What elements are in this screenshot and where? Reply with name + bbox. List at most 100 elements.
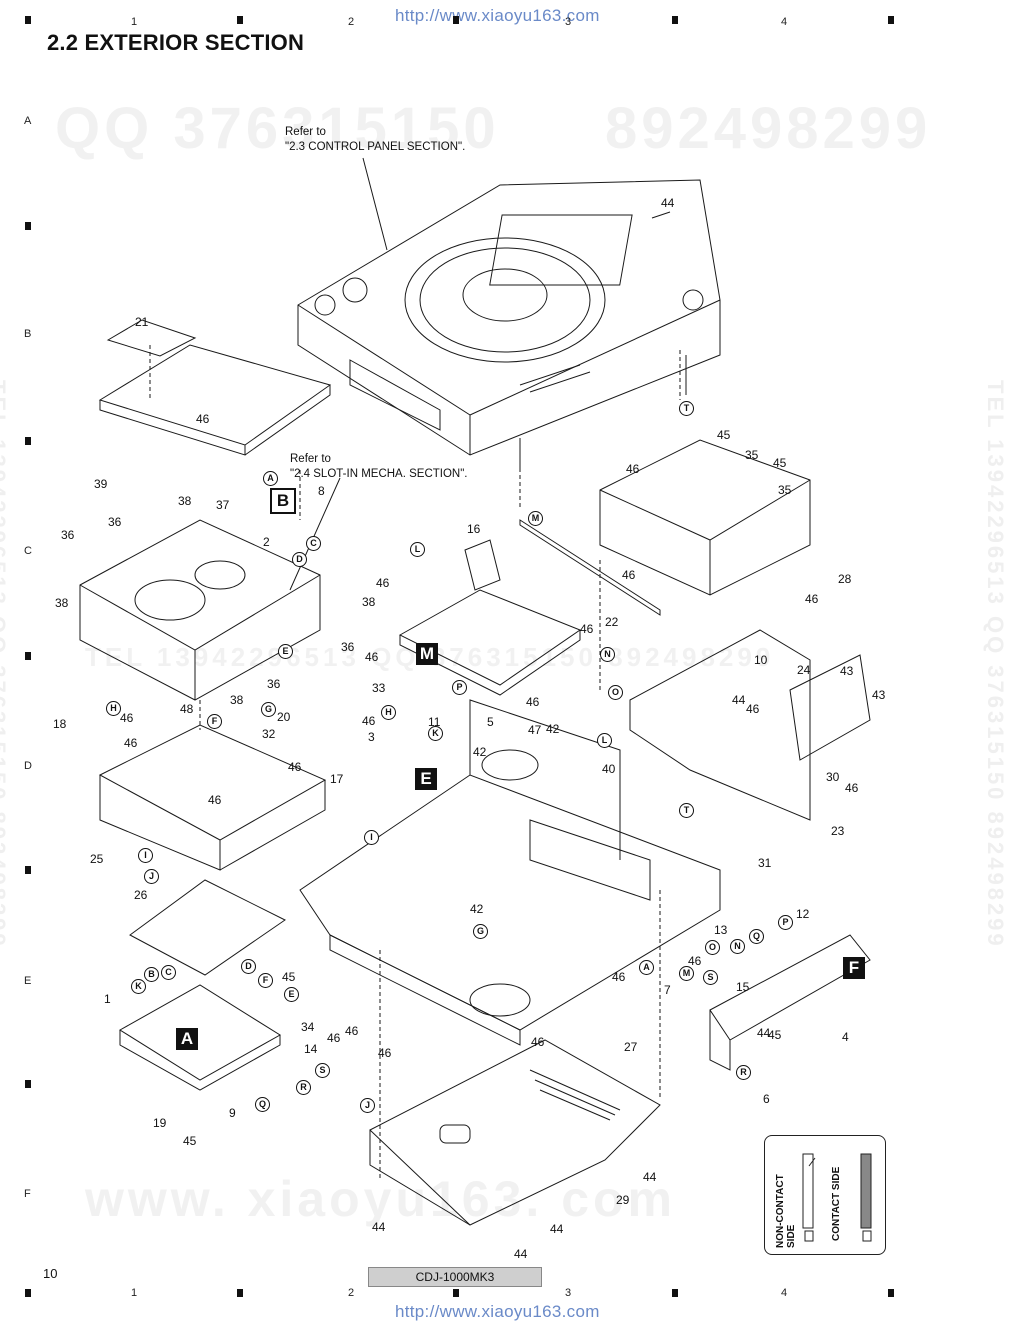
connector-label-d: D (292, 552, 307, 567)
part-number-46: 46 (362, 714, 376, 728)
top-url[interactable]: http://www.xiaoyu163.com (395, 6, 600, 25)
connector-label-g: G (473, 924, 488, 939)
connector-label-f: F (258, 973, 273, 988)
reg-mark (672, 1289, 678, 1297)
part-number-46: 46 (376, 576, 390, 590)
grid-row-c: C (24, 545, 32, 557)
reg-mark (25, 866, 31, 874)
grid-col-4-bottom: 4 (781, 1287, 788, 1299)
part-number-8: 8 (318, 484, 325, 498)
part-number-15: 15 (736, 980, 750, 994)
part-number-14: 14 (304, 1042, 318, 1056)
part-number-45: 45 (282, 970, 296, 984)
connector-label-m: M (528, 511, 543, 526)
part-number-36: 36 (267, 677, 281, 691)
part-number-46: 46 (288, 760, 302, 774)
connector-label-j: J (144, 869, 159, 884)
reg-mark (25, 1289, 31, 1297)
plate-26 (129, 879, 286, 976)
part-number-36: 36 (341, 640, 355, 654)
connector-label-p: P (778, 915, 793, 930)
bottom-chassis-31 (299, 699, 721, 1046)
part-number-26: 26 (134, 888, 148, 902)
part-number-31: 31 (758, 856, 772, 870)
connector-label-e: E (284, 987, 299, 1002)
connector-label-j: J (360, 1098, 375, 1113)
part-number-46: 46 (327, 1031, 341, 1045)
part-number-38: 38 (230, 693, 244, 707)
part-number-2: 2 (263, 535, 270, 549)
part-number-4: 4 (842, 1030, 849, 1044)
connector-label-c: C (161, 965, 176, 980)
grid-row-d: D (24, 760, 32, 772)
board-label-e: E (415, 768, 437, 790)
board-label-b: B (270, 488, 296, 514)
connector-label-e: E (278, 644, 293, 659)
connector-label-b: B (144, 967, 159, 982)
connector-label-a: A (263, 471, 278, 486)
connector-label-s: S (703, 970, 718, 985)
part-number-46: 46 (124, 736, 138, 750)
reg-mark (672, 16, 678, 24)
note-control-panel-ref: Refer to "2.3 CONTROL PANEL SECTION". (285, 126, 466, 153)
section-title: 2.2 EXTERIOR SECTION (47, 30, 305, 55)
part-number-38: 38 (178, 494, 192, 508)
part-number-46: 46 (526, 695, 540, 709)
reg-mark (453, 1289, 459, 1297)
reg-mark (453, 16, 459, 24)
reg-mark (25, 652, 31, 660)
reg-mark (25, 16, 31, 24)
connector-label-m: M (679, 966, 694, 981)
part-number-6: 6 (763, 1092, 770, 1106)
connector-label-t: T (679, 401, 694, 416)
part-number-7: 7 (664, 983, 671, 997)
part-number-46: 46 (580, 622, 594, 636)
part-number-38: 38 (362, 595, 376, 609)
connector-label-o: O (705, 940, 720, 955)
grid-col-3-top: 3 (565, 16, 572, 28)
part-number-10: 10 (754, 653, 768, 667)
part-number-46: 46 (805, 592, 819, 606)
part-number-44: 44 (732, 693, 746, 707)
part-number-44: 44 (514, 1247, 528, 1261)
rear-panel-23 (629, 629, 871, 821)
part-number-44: 44 (643, 1170, 657, 1184)
part-number-35: 35 (778, 483, 792, 497)
connector-label-p: P (452, 680, 467, 695)
connector-label-l: L (597, 733, 612, 748)
grid-col-1-top: 1 (131, 16, 138, 28)
grid-row-f: F (24, 1188, 31, 1200)
part-number-39: 39 (94, 477, 108, 491)
leader-lines (289, 157, 687, 591)
connector-label-f: F (207, 714, 222, 729)
part-number-42: 42 (470, 902, 484, 916)
part-number-42: 42 (546, 722, 560, 736)
connector-label-k: K (131, 979, 146, 994)
chassis-plate-25 (98, 724, 327, 871)
watermark-qq: QQ 376315150 (55, 96, 500, 161)
shield-plate-39 (98, 319, 332, 456)
part-number-32: 32 (262, 727, 276, 741)
bottom-url[interactable]: http://www.xiaoyu163.com (395, 1302, 600, 1321)
part-number-23: 23 (831, 824, 845, 838)
part-number-1: 1 (104, 992, 111, 1006)
part-number-12: 12 (796, 907, 810, 921)
part-number-35: 35 (745, 448, 759, 462)
connector-label-r: R (296, 1080, 311, 1095)
part-number-44: 44 (550, 1222, 564, 1236)
part-number-16: 16 (467, 522, 481, 536)
part-number-3: 3 (368, 730, 375, 744)
part-number-24: 24 (797, 663, 811, 677)
watermark-site: www. xiaoyu163. com (85, 1171, 677, 1227)
part-number-44: 44 (757, 1026, 771, 1040)
connector-label-l: L (410, 542, 425, 557)
part-number-9: 9 (229, 1106, 236, 1120)
note-slot-in-ref: Refer to "2.4 SLOT-IN MECHA. SECTION". (290, 453, 468, 480)
part-number-34: 34 (301, 1020, 315, 1034)
connector-label-q: Q (749, 929, 764, 944)
part-number-46: 46 (378, 1046, 392, 1060)
main-board-a (119, 984, 281, 1091)
connector-label-a: A (639, 960, 654, 975)
reg-mark (25, 1080, 31, 1088)
